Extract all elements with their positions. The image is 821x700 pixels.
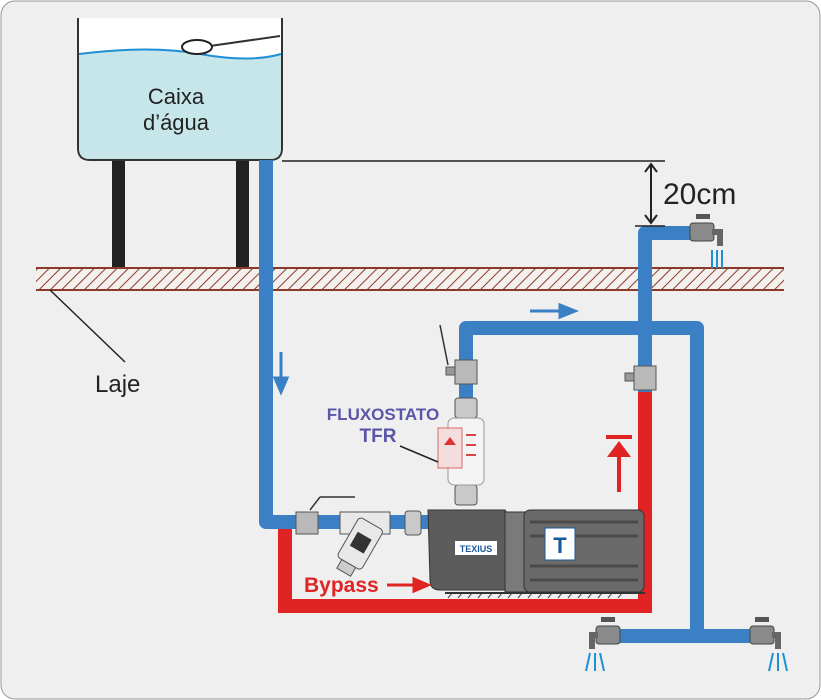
flow-switch-label: TFR	[360, 426, 397, 447]
float-ball	[181, 39, 213, 55]
pump: T TEXIUS	[427, 509, 645, 599]
flow-switch-leader	[399, 445, 439, 463]
bypass-label: Bypass	[304, 574, 379, 597]
flow-right-arrow-icon	[530, 302, 580, 320]
slab-leader-line	[49, 289, 126, 363]
ball-valve-inlet	[295, 496, 355, 535]
float-valve-arm	[209, 35, 281, 47]
faucet-lower-left	[585, 617, 621, 672]
tank-label: Caixa	[148, 84, 205, 109]
tank-leg	[236, 158, 249, 270]
tank-leg	[112, 158, 125, 270]
y-filter	[336, 511, 391, 577]
flow-switch-label: FLUXOSTATO	[327, 405, 439, 424]
pump-logo-icon: T	[553, 533, 567, 558]
pump-brand: TEXIUS	[460, 544, 493, 554]
upper-riser-pipe	[638, 226, 700, 392]
union-fitting	[404, 510, 422, 536]
check-valve-riser	[624, 365, 657, 391]
tank-label: d’água	[143, 110, 210, 135]
pressurized-pipe	[459, 321, 704, 643]
bypass-arrow-icon	[387, 576, 432, 594]
check-valve-top	[439, 324, 478, 385]
faucet-lower-right	[749, 617, 788, 672]
pressure-up-arrow-icon	[606, 435, 632, 492]
faucet-upper	[689, 214, 723, 268]
dimension-label: 20cm	[663, 178, 736, 211]
slab-label: Laje	[95, 371, 140, 398]
bypass-pipe	[278, 392, 652, 613]
flow-switch	[437, 417, 485, 486]
slab	[36, 268, 784, 290]
union-fitting	[454, 397, 478, 419]
water-tank: Caixa d’água	[77, 18, 283, 161]
union-fitting	[454, 484, 478, 506]
flow-down-arrow-icon	[272, 352, 290, 396]
